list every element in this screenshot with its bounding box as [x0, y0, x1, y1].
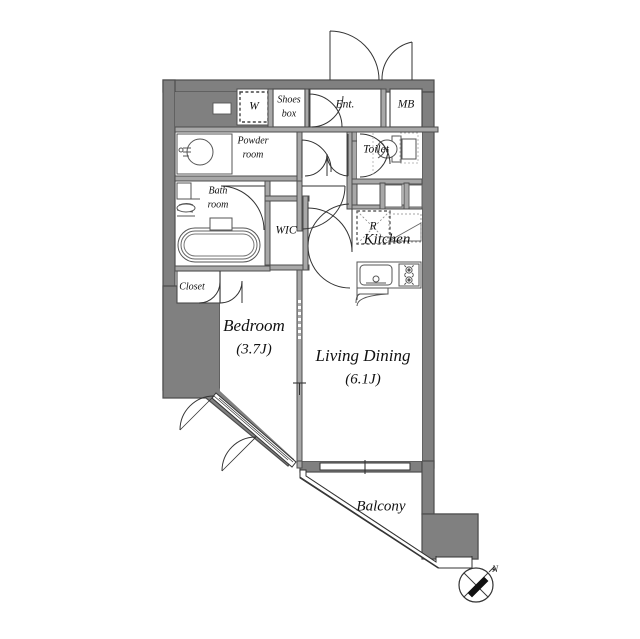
label-wic: WIC	[275, 225, 296, 237]
doors	[198, 30, 413, 304]
label-entrance: Ent.	[335, 99, 355, 111]
label-living-dining-area: (6.1J)	[345, 371, 380, 387]
label-shoes-box-line1: Shoes	[277, 94, 300, 105]
label-washer: W	[249, 101, 260, 113]
balcony-outline	[299, 469, 473, 569]
compass-rose: N	[458, 564, 499, 603]
door-kitchen	[307, 207, 353, 253]
door-bathroom	[220, 185, 265, 231]
label-bedroom: Bedroom	[223, 316, 285, 335]
door-toilet	[359, 133, 391, 178]
vanity-sink	[176, 182, 233, 231]
bathtub	[177, 227, 261, 263]
label-toilet: Toilet	[363, 144, 390, 156]
label-bath-room-line2: room	[208, 199, 229, 210]
label-living-dining: Living Dining	[315, 346, 411, 365]
washing-machine-space	[239, 91, 269, 123]
sliding-door-bedroom	[179, 392, 297, 472]
label-shoes-box-line2: box	[282, 108, 297, 119]
label-refrigerator: R	[368, 221, 376, 233]
sliding-window-living	[319, 460, 411, 474]
fixtures	[176, 132, 423, 307]
refrigerator-space	[356, 210, 391, 245]
label-powder-room-line2: room	[243, 149, 264, 160]
label-kitchen: Kitchen	[363, 231, 411, 247]
door-entrance-exterior	[329, 30, 380, 81]
label-meter-box: MB	[397, 99, 415, 111]
label-bath-room-line1: Bath	[209, 185, 228, 196]
label-balcony: Balcony	[356, 498, 405, 514]
door-closet-b	[219, 280, 243, 304]
door-entrance-inner	[308, 89, 343, 128]
door-wic	[307, 203, 350, 247]
room-labels: W Shoes box Ent. MB Powder room Bath roo…	[179, 94, 414, 514]
compass-north-label: N	[491, 564, 499, 574]
room-fills	[174, 126, 439, 462]
label-powder-room-line1: Powder	[236, 135, 268, 146]
label-bedroom-area: (3.7J)	[236, 341, 271, 357]
door-closet-a	[198, 271, 221, 304]
label-closet: Closet	[179, 281, 205, 292]
powder-room-basin	[176, 133, 233, 175]
door-mb	[381, 41, 413, 81]
windows	[179, 300, 411, 474]
gas-stove-2burner	[398, 263, 420, 287]
